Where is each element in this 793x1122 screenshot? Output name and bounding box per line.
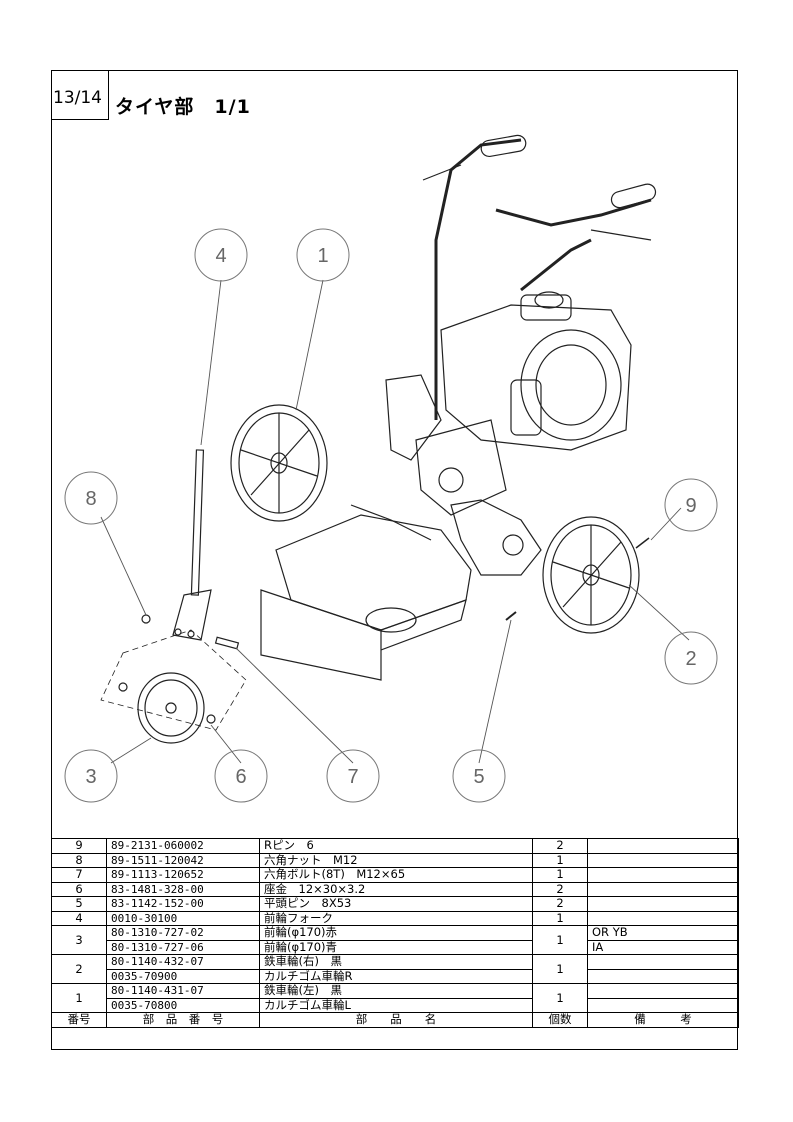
callout-4: 4: [215, 245, 226, 267]
remarks: [587, 896, 739, 912]
part-name: 鉄車輪(右) 黒: [259, 954, 533, 970]
part-name: 六角ナット M12: [259, 852, 533, 868]
table-row: 5 83-1142-152-00 平頭ピン 8X53 2: [51, 896, 739, 912]
flat-head-pin: [505, 611, 517, 621]
parts-table: 9 89-2131-060002 Rピン 6 2 8 89-1511-12004…: [51, 838, 739, 1028]
leader-lines: [100, 279, 690, 764]
callout-1: 1: [317, 245, 328, 267]
page-number: 13/14: [51, 70, 109, 120]
part-number: 89-1511-120042: [106, 852, 260, 868]
page-title: タイヤ部 1/1: [115, 96, 251, 118]
remarks: [587, 954, 739, 970]
part-name: 平頭ピン 8X53: [259, 896, 533, 912]
rotor-cover: [260, 504, 472, 681]
table-row: 80-1310-727-06 前輪(φ170)青 IA: [52, 939, 739, 955]
part-name: 前輪フォーク: [259, 910, 533, 926]
remarks: [587, 997, 739, 1013]
part-number: 89-1113-120652: [106, 867, 260, 883]
remarks: OR YB: [587, 925, 739, 941]
header-part-name: 部 品 名: [259, 1012, 533, 1028]
table-row: 2 80-1140-432-07 鉄車輪(右) 黒 1: [51, 954, 739, 984]
part-name: 前輪(φ170)青: [259, 939, 533, 955]
part-number: 0035-70800: [106, 997, 260, 1013]
quantity: 2: [532, 896, 588, 912]
remarks: [587, 968, 739, 984]
callout-5: 5: [473, 766, 484, 788]
row-number: 9: [51, 838, 107, 854]
front-wheel: [100, 614, 247, 744]
callout-7: 7: [347, 766, 358, 788]
iron-wheel-left: [230, 404, 328, 522]
table-row: 7 89-1113-120652 六角ボルト(8T) M12×65 1: [51, 867, 739, 883]
callout-labels: 4 1 8 9 2 3 6 7 5: [85, 245, 696, 788]
callout-6: 6: [235, 766, 246, 788]
quantity: 2: [532, 881, 588, 897]
remarks: IA: [587, 939, 739, 955]
part-number: 80-1310-727-02: [106, 925, 260, 941]
remarks: [587, 838, 739, 854]
part-name: Rピン 6: [259, 838, 533, 854]
part-name: カルチゴム車輪L: [259, 997, 533, 1013]
table-row: 8 89-1511-120042 六角ナット M12 1: [51, 852, 739, 868]
part-name: カルチゴム車輪R: [259, 968, 533, 984]
header-part-number: 部 品 番 号: [106, 1012, 260, 1028]
table-row: 0035-70900 カルチゴム車輪R: [52, 968, 739, 984]
quantity: 1: [532, 910, 588, 926]
header-quantity: 個数: [532, 1012, 588, 1028]
callout-3: 3: [85, 766, 96, 788]
exploded-view-drawing: 4 1 8 9 2 3 6 7 5: [64, 134, 718, 803]
table-row: 1 80-1140-431-07 鉄車輪(左) 黒 1: [51, 983, 739, 1013]
part-number: 89-2131-060002: [106, 838, 260, 854]
part-number: 0035-70900: [106, 968, 260, 984]
part-name: 座金 12×30×3.2: [259, 881, 533, 897]
callout-2: 2: [685, 648, 696, 670]
part-number: 83-1481-328-00: [106, 881, 260, 897]
quantity: 1: [532, 852, 588, 868]
table-row: 6 83-1481-328-00 座金 12×30×3.2 2: [51, 881, 739, 897]
row-number: 5: [51, 896, 107, 912]
remarks: [587, 852, 739, 868]
row-number: 3: [51, 925, 107, 955]
quantity: 1: [532, 867, 588, 883]
quantity: 1: [532, 925, 588, 955]
remarks: [587, 910, 739, 926]
row-number: 8: [51, 852, 107, 868]
row-number: 4: [51, 910, 107, 926]
page-frame: [51, 70, 738, 1050]
part-number: 80-1310-727-06: [106, 939, 260, 955]
part-name: 六角ボルト(8T) M12×65: [259, 867, 533, 883]
row-number: 2: [51, 954, 107, 984]
iron-wheel-right: [542, 516, 640, 634]
header-remarks: 備 考: [587, 1012, 739, 1028]
row-number: 7: [51, 867, 107, 883]
table-row: 9 89-2131-060002 Rピン 6 2: [51, 838, 739, 854]
part-name: 前輪(φ170)赤: [259, 925, 533, 941]
part-number: 0010-30100: [106, 910, 260, 926]
part-number: 80-1140-432-07: [106, 954, 260, 970]
table-row: 0035-70800 カルチゴム車輪L: [52, 997, 739, 1013]
quantity: 2: [532, 838, 588, 854]
remarks: [587, 983, 739, 999]
row-number: 1: [51, 983, 107, 1013]
transmission: [415, 419, 542, 576]
part-name: 鉄車輪(左) 黒: [259, 983, 533, 999]
handlebar-assembly: [422, 134, 657, 420]
remarks: [587, 881, 739, 897]
engine: [385, 291, 632, 461]
front-wheel-fork: [172, 449, 212, 641]
callout-circles: [64, 228, 718, 803]
r-pin: [635, 537, 650, 549]
header-number: 番号: [51, 1012, 107, 1028]
quantity: 1: [532, 954, 588, 984]
remarks: [587, 867, 739, 883]
row-number: 6: [51, 881, 107, 897]
table-row: 3 80-1310-727-02 前輪(φ170)赤 1 OR YB: [51, 925, 739, 955]
table-header-row: 番号 部 品 番 号 部 品 名 個数 備 考: [51, 1012, 739, 1028]
part-number: 80-1140-431-07: [106, 983, 260, 999]
callout-8: 8: [85, 488, 96, 510]
callout-9: 9: [685, 495, 696, 517]
quantity: 1: [532, 983, 588, 1013]
table-row: 4 0010-30100 前輪フォーク 1: [51, 910, 739, 926]
part-number: 83-1142-152-00: [106, 896, 260, 912]
